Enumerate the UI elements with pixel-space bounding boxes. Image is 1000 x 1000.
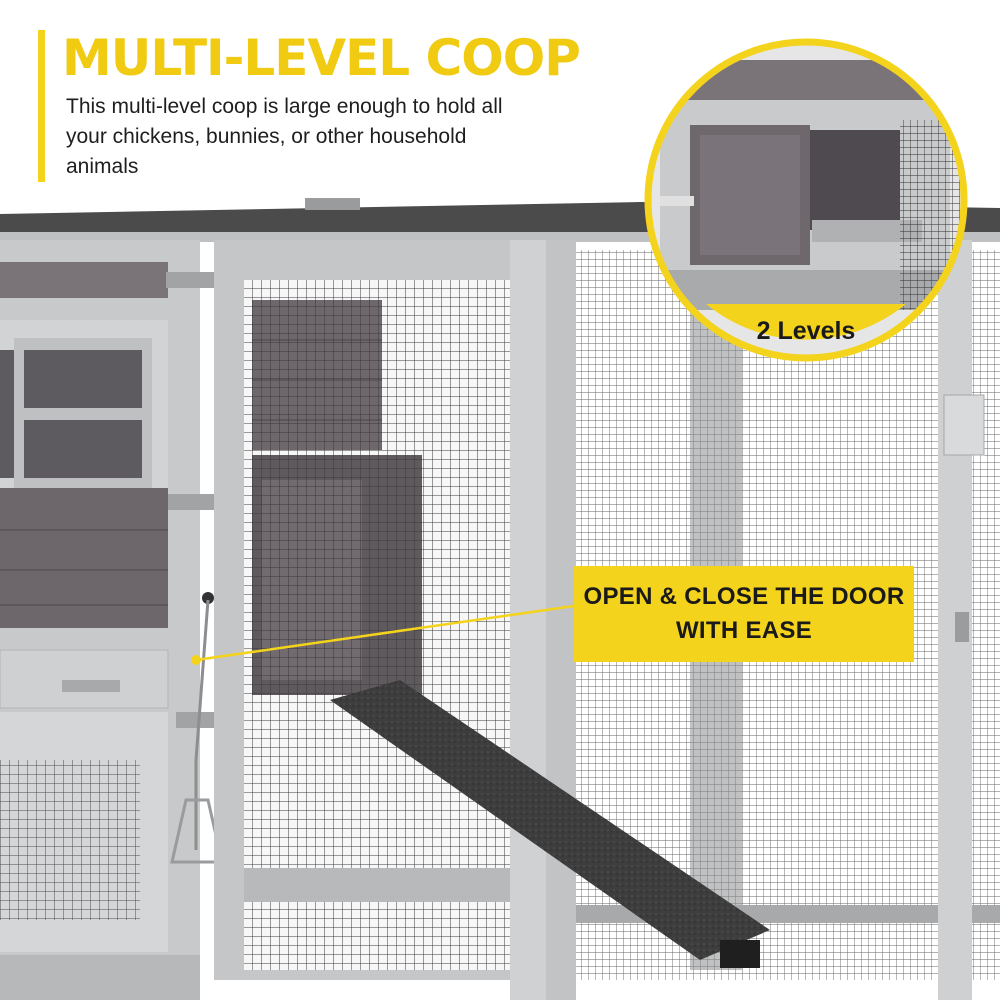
center-post xyxy=(546,240,576,1000)
hinge-top xyxy=(166,272,214,288)
callout-line-1: OPEN & CLOSE THE DOOR xyxy=(583,583,905,610)
door-callout-box: OPEN & CLOSE THE DOOR WITH EASE xyxy=(574,566,914,662)
inset-label: 2 Levels xyxy=(756,316,856,345)
callout-pointer-dot xyxy=(191,655,201,665)
callout-leader-line xyxy=(195,604,575,662)
hutch-window xyxy=(0,338,152,488)
headline: MULTI-LEVEL COOP xyxy=(62,29,581,87)
front-door xyxy=(214,240,526,980)
door-callout-text: OPEN & CLOSE THE DOOR WITH EASE xyxy=(584,580,905,648)
slide-latch xyxy=(168,494,216,510)
door-pull-rod xyxy=(194,599,210,850)
door-pull-hole xyxy=(202,592,214,604)
post-bracket xyxy=(943,394,985,456)
latch-right xyxy=(955,612,969,642)
ramp xyxy=(330,680,770,968)
description-text: This multi-level coop is large enough to… xyxy=(66,95,503,178)
accent-bar xyxy=(38,30,45,182)
callout-line-2: WITH EASE xyxy=(675,617,813,644)
inset-magnifier xyxy=(644,38,968,362)
